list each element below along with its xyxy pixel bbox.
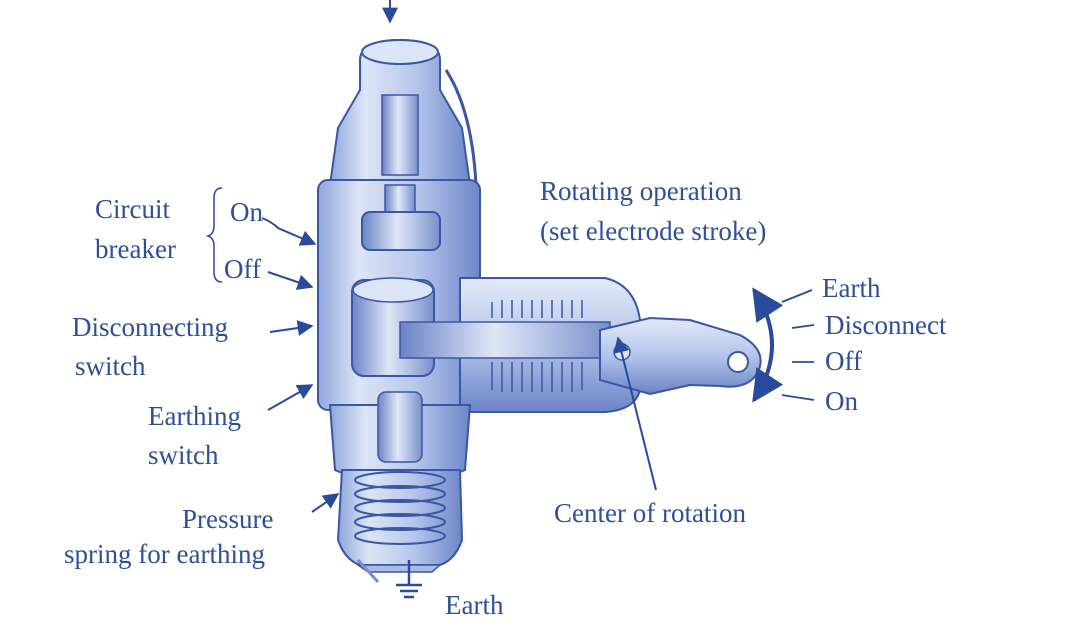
main-housing <box>317 179 481 411</box>
center-of-rotation-arrow <box>613 336 657 491</box>
position-earth-label: Earth <box>822 273 881 303</box>
upper-bushing <box>328 38 478 186</box>
rotation-arc <box>752 287 815 403</box>
earth-bottom-label: Earth <box>445 590 504 620</box>
lower-bushing <box>328 391 472 573</box>
cb-on-label: On <box>230 197 263 227</box>
position-disconnect-label: Disconnect <box>825 310 947 340</box>
rotating-operation-label-1: Rotating operation <box>540 176 742 206</box>
position-on-label: On <box>825 386 858 416</box>
circuit-breaker-contact <box>361 211 441 251</box>
circuit-breaker-brace <box>205 187 223 283</box>
cb-off-arrow <box>267 271 314 290</box>
disconnecting-label-2: switch <box>75 351 146 381</box>
pressure-label-2: spring for earthing <box>64 539 265 569</box>
cb-off-label: Off <box>224 254 261 284</box>
position-off-label: Off <box>825 346 862 376</box>
rotating-operation-label-2: (set electrode stroke) <box>540 216 767 246</box>
pressure-spring-arrow <box>311 493 340 513</box>
pressure-spring <box>354 471 446 545</box>
circuit-breaker-label-1: Circuit <box>95 194 170 224</box>
earthing-label-2: switch <box>148 440 219 470</box>
earthing-arrow <box>267 384 314 411</box>
earthing-label-1: Earthing <box>148 401 241 431</box>
disconnecting-label-1: Disconnecting <box>72 312 228 342</box>
disconnecting-arrow <box>269 320 314 336</box>
earthing-contact <box>377 391 423 463</box>
pressure-label-1: Pressure <box>182 504 274 534</box>
earth-ground-icon <box>396 560 422 599</box>
operating-arm <box>399 277 762 413</box>
lever-pivot-hole <box>727 351 749 373</box>
cb-on-arrow <box>261 217 317 246</box>
center-of-rotation-label: Center of rotation <box>554 498 746 528</box>
circuit-breaker-label-2: breaker <box>95 234 176 264</box>
